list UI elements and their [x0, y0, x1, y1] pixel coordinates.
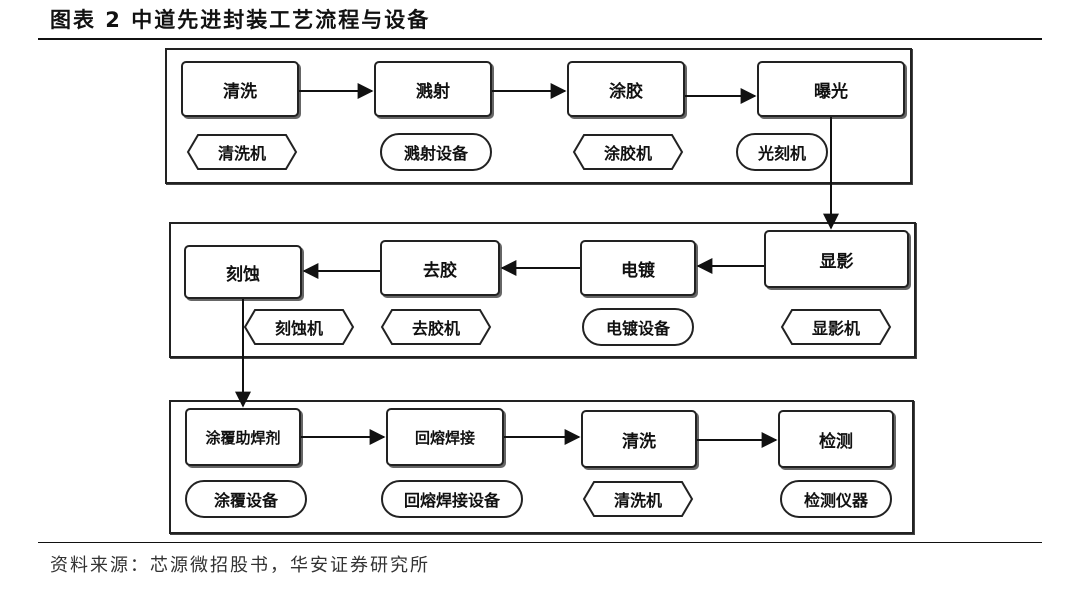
bottom-rule	[38, 542, 1042, 543]
step-inspection: 检测	[778, 410, 894, 468]
equipment-cleaner-2-label: 清洗机	[613, 491, 662, 510]
equipment-lithography: 光刻机	[736, 133, 828, 171]
equipment-flux-coater: 涂覆设备	[185, 480, 307, 518]
equipment-developer-label: 显影机	[811, 319, 860, 338]
equipment-cleaner-2: 清洗机	[582, 480, 694, 518]
step-cleaning: 清洗	[181, 61, 299, 117]
step-exposure: 曝光	[757, 61, 905, 117]
step-plating: 电镀	[580, 240, 696, 296]
equipment-coater-label: 涂胶机	[603, 144, 652, 163]
equipment-stripper-label: 去胶机	[411, 319, 460, 338]
equipment-plating: 电镀设备	[582, 308, 694, 346]
step-coating: 涂胶	[567, 61, 685, 117]
equipment-reflow: 回熔焊接设备	[381, 480, 523, 518]
step-developing: 显影	[764, 230, 909, 288]
step-etching: 刻蚀	[184, 245, 302, 299]
source-note: 资料来源：芯源微招股书，华安证券研究所	[50, 555, 430, 576]
equipment-etcher-label: 刻蚀机	[274, 319, 323, 338]
step-sputtering: 溅射	[374, 61, 492, 117]
figure-title: 图表 2 中道先进封装工艺流程与设备	[50, 8, 431, 32]
equipment-cleaner-label: 清洗机	[217, 144, 266, 163]
equipment-coater: 涂胶机	[572, 133, 684, 171]
step-stripping: 去胶	[380, 240, 500, 296]
step-reflow: 回熔焊接	[386, 408, 504, 466]
step-cleaning-2: 清洗	[581, 410, 697, 468]
equipment-developer: 显影机	[780, 308, 892, 346]
equipment-etcher: 刻蚀机	[243, 308, 355, 346]
equipment-cleaner: 清洗机	[186, 133, 298, 171]
step-flux-coating: 涂覆助焊剂	[185, 408, 301, 466]
top-rule	[38, 38, 1042, 40]
equipment-inspector: 检测仪器	[780, 480, 892, 518]
equipment-stripper: 去胶机	[380, 308, 492, 346]
equipment-sputter: 溅射设备	[380, 133, 492, 171]
